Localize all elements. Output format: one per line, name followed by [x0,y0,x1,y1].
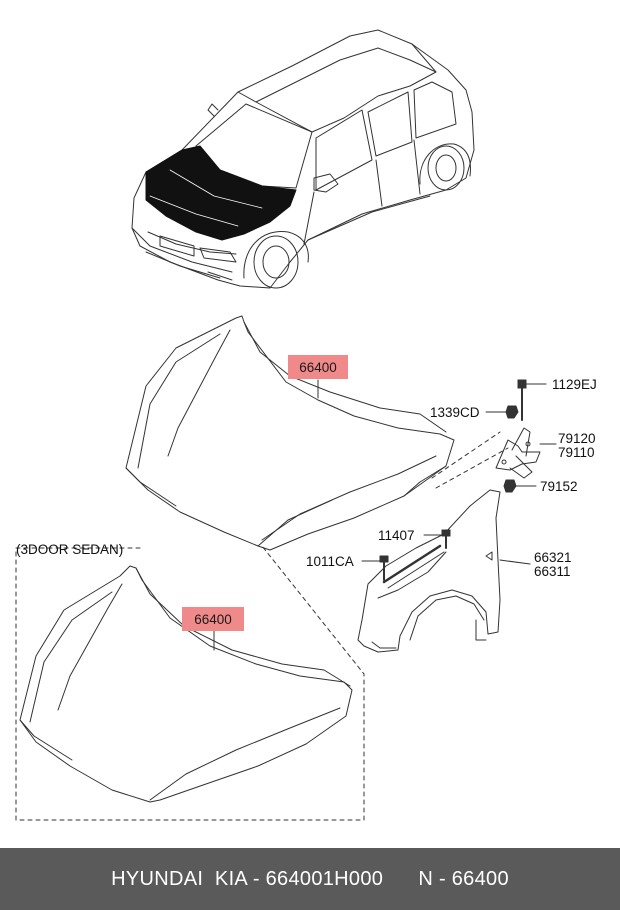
footer-bar: HYUNDAI KIA - 664001H000 N - 66400 [0,848,620,910]
car-illustration [131,29,475,289]
hood-main-drawing [125,315,455,551]
part-label-screw[interactable]: 1011CA [306,554,354,569]
parts-diagram [15,29,557,821]
part-label-bolt-hinge[interactable]: 79152 [540,479,578,494]
inset-title: (3DOOR SEDAN) [16,542,124,557]
hinge-assembly [495,379,541,493]
leader-lines [213,379,557,651]
part-label-hinge-b[interactable]: 79110 [558,445,595,460]
footer-part-number: HYUNDAI KIA - 664001H000 [111,867,384,890]
fender-drawing [357,489,501,653]
part-label-fender-b[interactable]: 66311 [534,564,571,579]
part-label-hood-main[interactable]: 66400 [288,355,348,379]
part-label-bolt-top[interactable]: 1129EJ [552,377,597,392]
part-label-fender-a[interactable]: 66321 [534,550,572,565]
hood-inset-drawing [19,565,353,803]
inset-frame [15,545,365,821]
part-label-hood-inset[interactable]: 66400 [182,607,244,631]
part-label-nut[interactable]: 1339CD [430,405,480,420]
car-hood-highlight [145,145,297,241]
part-label-bolt-fender[interactable]: 11407 [378,528,415,543]
footer-code: N - 66400 [418,867,509,890]
part-label-hinge-a[interactable]: 79120 [558,431,596,446]
